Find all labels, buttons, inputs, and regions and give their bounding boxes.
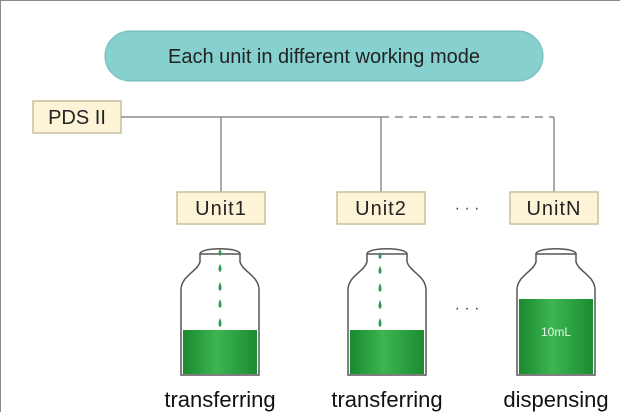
droplets	[218, 249, 222, 327]
unit-label: Unit1	[195, 198, 247, 220]
volume-label: 10mL	[541, 325, 571, 339]
mode-label-unit2: transferring	[331, 387, 442, 412]
bottle-1	[180, 248, 260, 376]
liquid-level	[183, 330, 257, 374]
controller-box: PDS II	[32, 100, 122, 134]
unit-box-2: Unit2	[336, 191, 426, 225]
unit-label: UnitN	[526, 198, 581, 220]
bottle-n: 10mL	[516, 248, 596, 376]
unit-label: Unit2	[355, 198, 407, 220]
droplets	[378, 252, 382, 327]
controller-label: PDS II	[48, 107, 106, 129]
liquid-level	[519, 299, 593, 374]
liquid-level	[350, 330, 424, 374]
unit-box-n: UnitN	[509, 191, 599, 225]
bottle-2	[347, 248, 427, 376]
unit-box-1: Unit1	[176, 191, 266, 225]
units-ellipsis: · · ·	[455, 200, 480, 217]
header-pill: Each unit in different working mode	[104, 30, 544, 82]
header-title: Each unit in different working mode	[168, 46, 480, 68]
mode-label-unitn: dispensing	[503, 387, 608, 412]
connection-lines	[121, 116, 555, 192]
mode-label-unit1: transferring	[164, 387, 275, 412]
bottles-ellipsis: · · ·	[455, 300, 480, 317]
